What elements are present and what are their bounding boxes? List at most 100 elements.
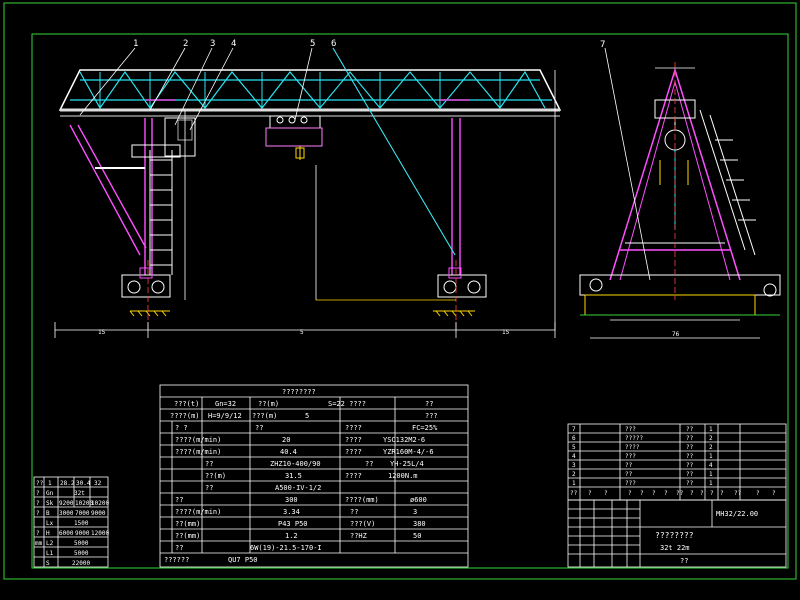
cell: 1: [709, 480, 713, 487]
cell: ??: [175, 496, 183, 504]
parts-table: [567, 423, 787, 501]
cell: ??: [625, 462, 633, 469]
cell: 20: [282, 436, 290, 444]
cell: 30.4: [76, 480, 91, 487]
cell: ?: [700, 490, 704, 497]
cell: ?: [710, 490, 714, 497]
main-table: [159, 384, 469, 568]
cell: 4: [572, 453, 576, 460]
cell: 1200N.m: [388, 472, 418, 480]
cell: S: [46, 560, 50, 567]
cell: 28.2: [60, 480, 75, 487]
cell: ????(m/min): [175, 436, 221, 444]
cell: 5000: [74, 550, 89, 557]
cell: Sk: [46, 500, 54, 507]
cell: ?: [640, 490, 644, 497]
cell: ??: [686, 453, 694, 460]
cell: 2: [709, 444, 713, 451]
cell: 10200: [91, 500, 109, 507]
cell: mm: [35, 540, 43, 547]
cell: ??: [686, 426, 694, 433]
cell: ????: [345, 436, 362, 444]
left-table-text: ?? 1 28.2 30.4 32 ? Gn 32t ? Sk 9200 102…: [35, 480, 109, 567]
cell: QU7 P50: [228, 556, 258, 564]
cell: 3: [413, 508, 417, 516]
drawing-name: ????????: [655, 531, 694, 540]
cell: 7: [572, 426, 576, 433]
cell: ??: [676, 490, 684, 497]
cell: ????: [625, 444, 640, 451]
cell: ø600: [410, 496, 427, 504]
dim-right: 15: [502, 329, 510, 336]
cell: ???: [625, 426, 636, 433]
cell: ?: [652, 490, 656, 497]
cell: ??(mm): [175, 532, 200, 540]
cell: 50: [413, 532, 421, 540]
cell: ??: [686, 462, 694, 469]
cell: 9000: [75, 530, 90, 537]
cell: YZR160M-4/-6: [383, 448, 434, 456]
cell: ?: [756, 490, 760, 497]
side-view: 7 76: [579, 40, 781, 339]
cell: ??: [625, 471, 633, 478]
cell: ?: [664, 490, 668, 497]
cell: 1: [572, 480, 576, 487]
cell: P43 P50: [278, 520, 308, 528]
cell: ?: [588, 490, 592, 497]
cell: L2: [46, 540, 54, 547]
parts-table-text: 7 ??? ?? 1 6 ????? ?? 2 5 ???? ?? 2 4 ??…: [570, 426, 776, 497]
cell: 9200: [59, 500, 74, 507]
cell: ?: [772, 490, 776, 497]
cell: 1: [709, 471, 713, 478]
cell: ???(t): [174, 400, 199, 408]
cell: ??: [175, 544, 183, 552]
cell: 3.34: [283, 508, 300, 516]
cell: ?: [36, 500, 40, 507]
cell: 6: [572, 435, 576, 442]
cell: ????: [345, 424, 362, 432]
cell: ??: [686, 480, 694, 487]
cell: ????: [345, 448, 362, 456]
cell: B: [46, 510, 50, 517]
cell: 1.2: [285, 532, 298, 540]
cell: ??HZ: [350, 532, 367, 540]
cell: ??: [686, 435, 694, 442]
cell: 6W(19)-21.5-170-I: [250, 544, 322, 552]
cell: ZHZ10-400/90: [270, 460, 321, 468]
title-block: [567, 499, 787, 568]
callout-3: 3: [210, 39, 215, 49]
drawing-spec: 32t 22m: [660, 544, 690, 552]
cell: 5: [305, 412, 309, 420]
callout-6: 6: [331, 39, 336, 49]
cell: H: [46, 530, 50, 537]
callout-5: 5: [310, 39, 315, 49]
cell: ?: [690, 490, 694, 497]
title-block-text: MH32/22.00 ???????? 32t 22m ??: [655, 510, 758, 565]
callout-2: 2: [183, 39, 188, 49]
cell: ?: [628, 490, 632, 497]
cell: YSC132M2-6: [383, 436, 425, 444]
left-table: [33, 476, 109, 568]
cell: ??: [365, 460, 373, 468]
cell: 31.5: [285, 472, 302, 480]
main-table-title: ????????: [282, 388, 316, 396]
cell: ??: [36, 480, 44, 487]
cell: ??: [425, 400, 433, 408]
cell: ?: [36, 530, 40, 537]
cell: Gn: [46, 490, 54, 497]
cell: ??: [205, 484, 213, 492]
dim-side-total: 76: [672, 331, 680, 338]
callout-4: 4: [231, 39, 236, 49]
cell: ????(m): [170, 412, 200, 420]
cell: 2: [572, 471, 576, 478]
drawing-bottom: ??: [680, 557, 688, 565]
cell: 300: [285, 496, 298, 504]
cell: 1: [709, 426, 713, 433]
cell: 10200: [75, 500, 93, 507]
cell: YH-25L/4: [390, 460, 424, 468]
cell: 12000: [91, 530, 109, 537]
callout-7: 7: [600, 40, 605, 50]
cell: ??: [734, 490, 742, 497]
cell: 32: [94, 480, 102, 487]
cell: 3: [572, 462, 576, 469]
